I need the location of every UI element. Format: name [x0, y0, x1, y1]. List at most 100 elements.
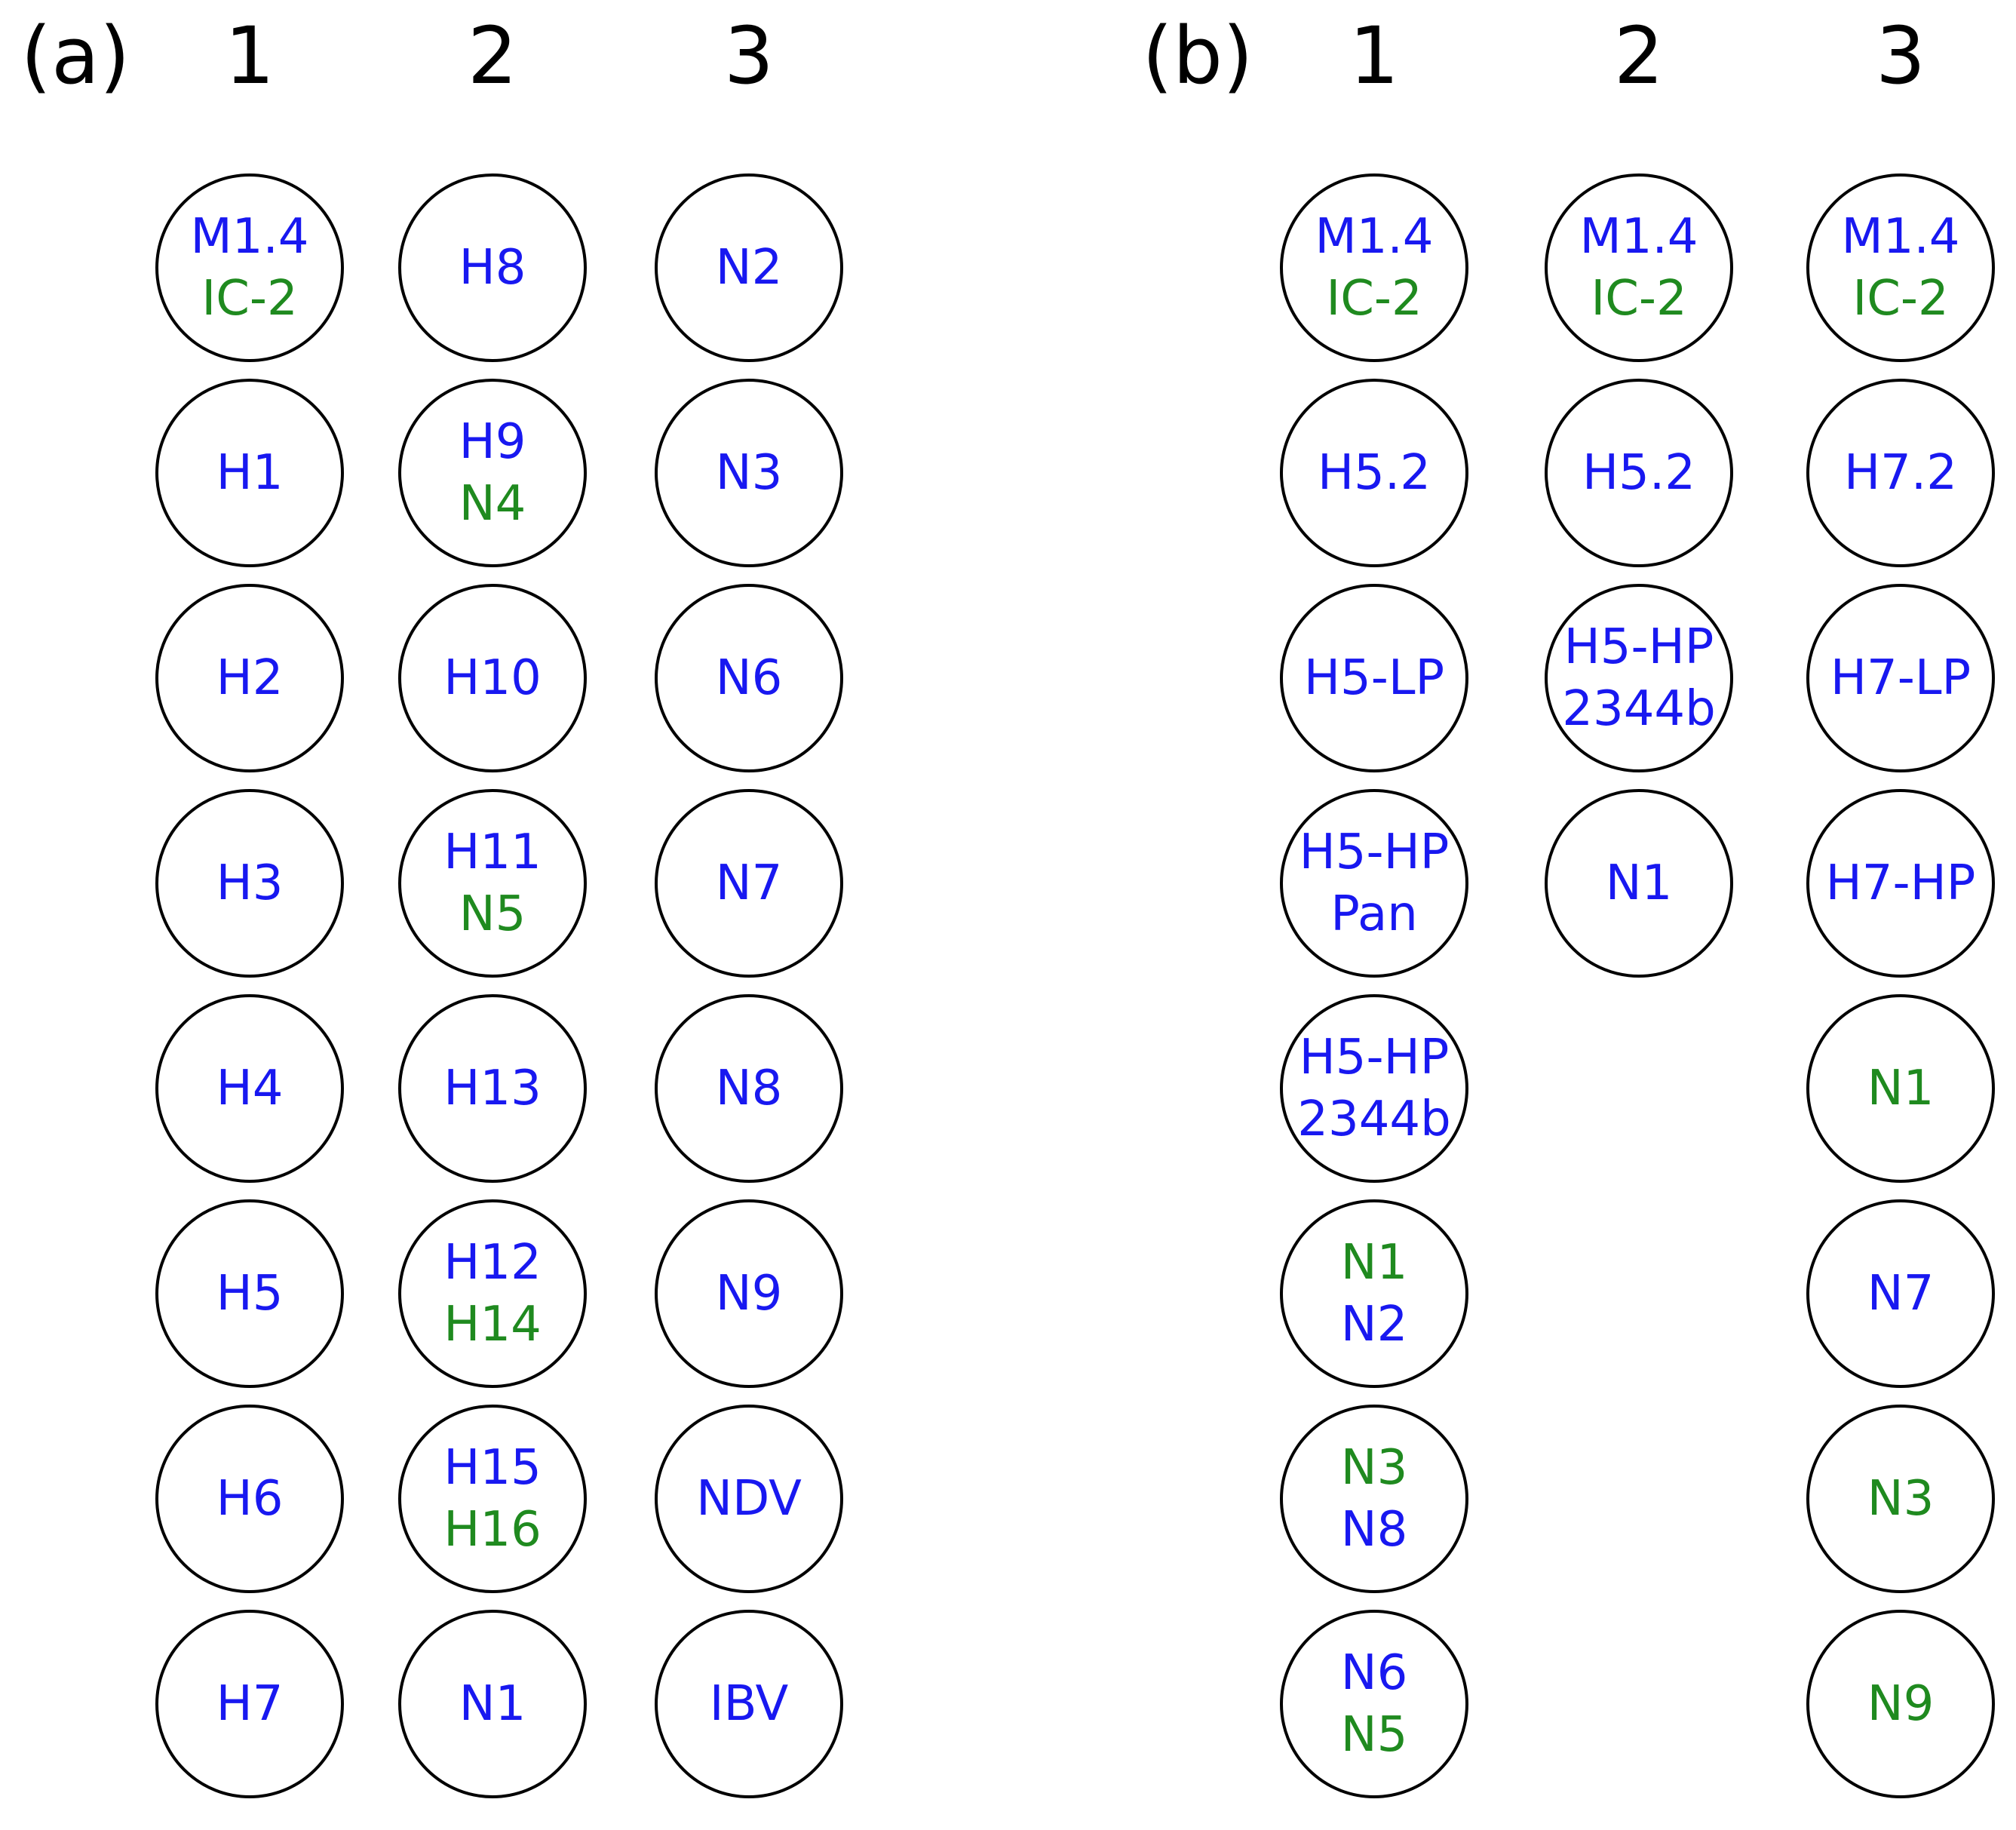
- well-circle: N1: [398, 1610, 587, 1798]
- well-label: H5.2: [1582, 445, 1695, 501]
- column-number: 2: [467, 10, 518, 102]
- well-label: 2344b: [1562, 681, 1716, 737]
- well-circle: N1: [1806, 994, 1995, 1183]
- well-circle: H5-HP 2344b: [1280, 994, 1468, 1183]
- well-label: H14: [443, 1297, 542, 1353]
- panel-label: (a): [20, 10, 130, 102]
- well-label: N1: [1867, 1061, 1935, 1116]
- well-label: H16: [443, 1502, 542, 1558]
- well-label: M1.4: [1841, 209, 1960, 265]
- well-label: H5-HP: [1299, 824, 1450, 880]
- well-circle: N8: [655, 994, 843, 1183]
- well-circle: H5.2: [1545, 379, 1733, 567]
- well-circle: H10: [398, 584, 587, 772]
- well-label: H12: [443, 1235, 542, 1291]
- well-circle: N1: [1545, 789, 1733, 978]
- well-circle: N3: [1806, 1405, 1995, 1593]
- well-label: N4: [459, 476, 526, 532]
- well-label: H5-HP: [1563, 619, 1714, 675]
- well-label: N2: [715, 240, 783, 296]
- well-label: 2344b: [1297, 1092, 1451, 1147]
- well-circle: IBV: [655, 1610, 843, 1798]
- well-label: M1.4: [1315, 209, 1434, 265]
- well-label: Pan: [1330, 886, 1418, 942]
- well-circle: H7-HP: [1806, 789, 1995, 978]
- well-circle: H4: [155, 994, 344, 1183]
- well-label: M1.4: [1579, 209, 1698, 265]
- well-label: N3: [1867, 1471, 1935, 1527]
- well-label: NDV: [696, 1471, 802, 1527]
- well-label: H11: [443, 824, 542, 880]
- well-circle: N9: [655, 1199, 843, 1388]
- well-label: H7: [216, 1676, 284, 1732]
- well-label: IBV: [709, 1676, 789, 1732]
- well-circle: H5-HP Pan: [1280, 789, 1468, 978]
- well-label: H9: [459, 414, 526, 470]
- well-label: H6: [216, 1471, 284, 1527]
- well-label: N1: [459, 1676, 526, 1732]
- well-label: N9: [1867, 1676, 1935, 1732]
- well-circle: H3: [155, 789, 344, 978]
- column-number: 1: [224, 10, 275, 102]
- well-circle: H7.2: [1806, 379, 1995, 567]
- well-circle: N2: [655, 173, 843, 362]
- well-label: H7-LP: [1830, 650, 1972, 706]
- well-circle: N7: [1806, 1199, 1995, 1388]
- column-number: 3: [723, 10, 775, 102]
- well-label: H5-LP: [1303, 650, 1445, 706]
- well-label: H1: [216, 445, 284, 501]
- well-label: H7.2: [1844, 445, 1957, 501]
- panel-label: (b): [1142, 10, 1253, 102]
- well-circle: H7-LP: [1806, 584, 1995, 772]
- well-label: H5-HP: [1299, 1030, 1450, 1085]
- well-label: H4: [216, 1061, 284, 1116]
- well-label: H3: [216, 855, 284, 911]
- well-label: H13: [443, 1061, 542, 1116]
- well-label: M1.4: [190, 209, 309, 265]
- well-label: IC-2: [1852, 271, 1949, 327]
- well-circle: H7: [155, 1610, 344, 1798]
- well-label: IC-2: [1591, 271, 1687, 327]
- well-circle: H5: [155, 1199, 344, 1388]
- well-label: N3: [715, 445, 783, 501]
- well-label: H15: [443, 1440, 542, 1496]
- well-circle: H13: [398, 994, 587, 1183]
- well-label: N5: [1340, 1707, 1408, 1763]
- well-label: N1: [1605, 855, 1673, 911]
- well-circle: H2: [155, 584, 344, 772]
- well-label: N2: [1340, 1297, 1408, 1353]
- well-circle: H1: [155, 379, 344, 567]
- well-circle: H5-HP 2344b: [1545, 584, 1733, 772]
- well-label: H5: [216, 1266, 284, 1322]
- well-label: H8: [459, 240, 526, 296]
- well-label: H2: [216, 650, 284, 706]
- well-label: N5: [459, 886, 526, 942]
- well-circle: H6: [155, 1405, 344, 1593]
- well-circle: H5-LP: [1280, 584, 1468, 772]
- well-label: IC-2: [1326, 271, 1422, 327]
- well-label: H5.2: [1318, 445, 1431, 501]
- well-circle: N7: [655, 789, 843, 978]
- well-label: N9: [715, 1266, 783, 1322]
- well-label: H7-HP: [1825, 855, 1976, 911]
- column-number: 2: [1613, 10, 1665, 102]
- well-label: N7: [1867, 1266, 1935, 1322]
- well-circle: H5.2: [1280, 379, 1468, 567]
- well-label: N6: [715, 650, 783, 706]
- well-circle: N6: [655, 584, 843, 772]
- well-circle: NDV: [655, 1405, 843, 1593]
- well-circle: H8: [398, 173, 587, 362]
- well-circle: N3: [655, 379, 843, 567]
- well-label: IC-2: [201, 271, 298, 327]
